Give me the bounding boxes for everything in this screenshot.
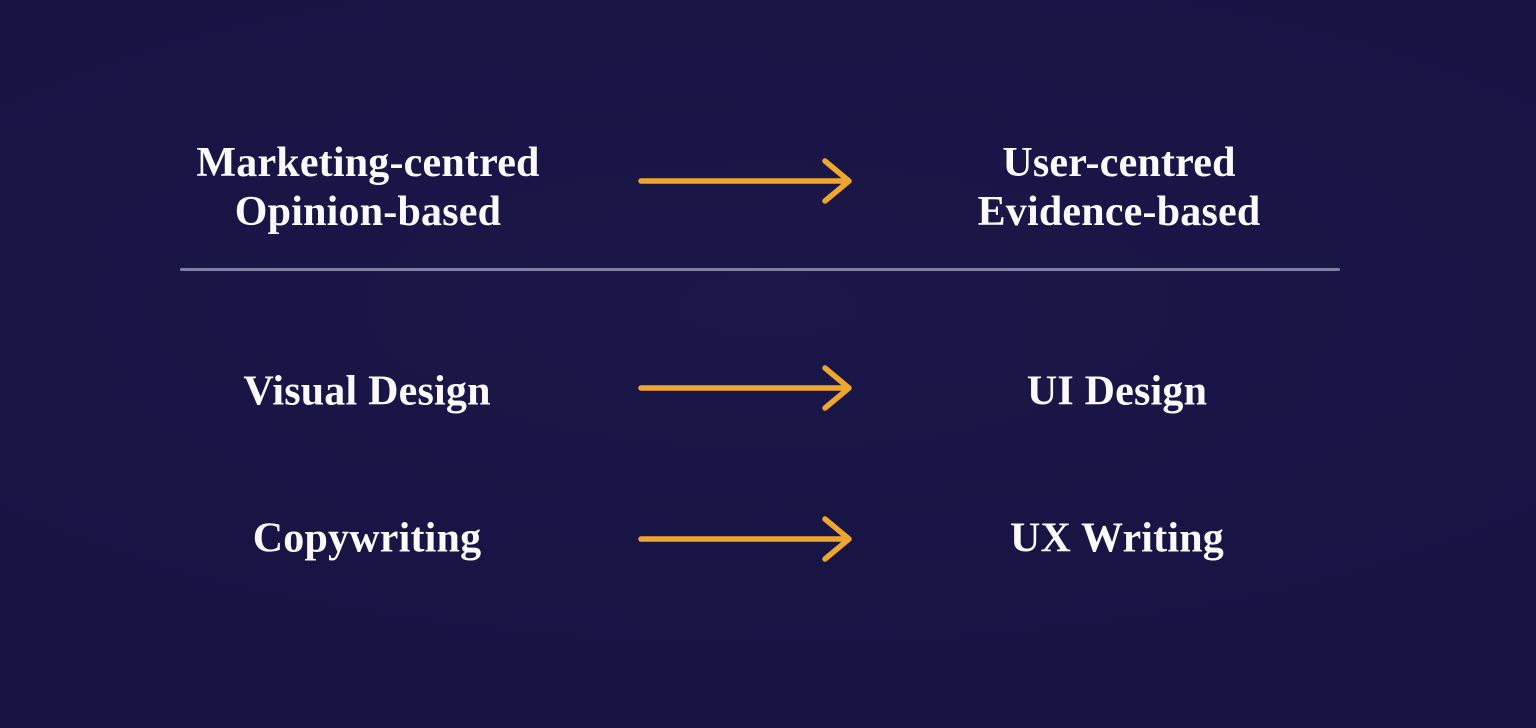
row2-right-term: UI Design <box>1027 368 1207 417</box>
row1-right-term-line1: User-centred <box>1002 140 1236 186</box>
row3-right-term: UX Writing <box>1010 515 1224 564</box>
row3-left-term-line1: Copywriting <box>252 515 482 562</box>
row3-right-term-line1: UX Writing <box>1010 515 1224 562</box>
right-arrow-head <box>822 516 852 562</box>
row3-left-term: Copywriting <box>253 515 482 564</box>
row1-left-term-line1: Marketing-centred <box>196 140 540 186</box>
right-arrow-icon <box>638 516 852 562</box>
row2-left-term: Visual Design <box>243 368 490 417</box>
row1-right-term: User-centred Evidence-based <box>978 139 1261 237</box>
row1-right-term-line2: Evidence-based <box>977 189 1261 235</box>
right-arrow-head <box>822 158 852 204</box>
row1-left-term: Marketing-centred Opinion-based <box>196 139 539 237</box>
right-arrow-icon <box>638 365 852 411</box>
right-arrow-head <box>822 365 852 411</box>
right-arrow-icon <box>638 158 852 204</box>
row2-left-term-line1: Visual Design <box>243 368 491 415</box>
row1-left-term-line2: Opinion-based <box>234 189 502 235</box>
section-divider <box>180 268 1340 271</box>
row2-right-term-line1: UI Design <box>1026 368 1208 415</box>
